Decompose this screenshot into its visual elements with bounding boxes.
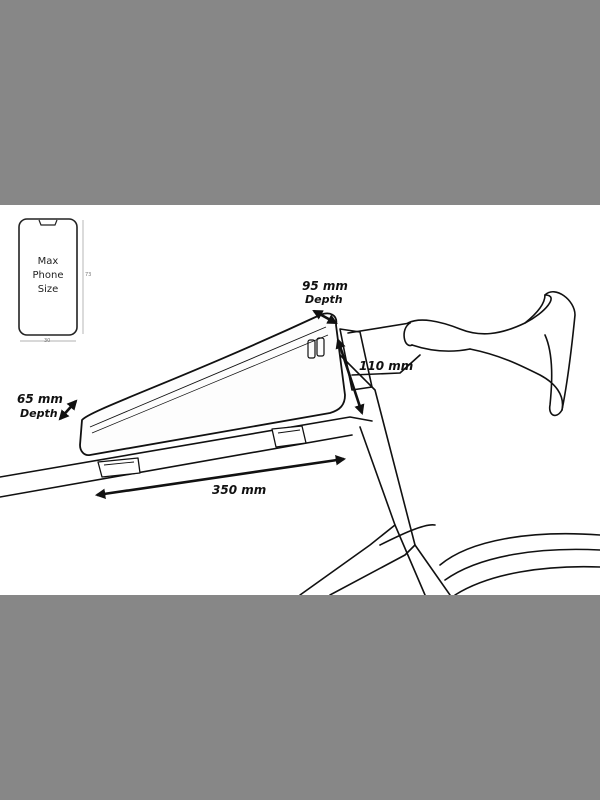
length-arrow [94,455,347,499]
zipper-pull-2 [316,337,325,357]
bottom-gray-band [0,595,600,800]
diagram-panel: Max Phone Size 30 73 95 mm Depth 110 mm … [0,205,600,595]
depth-front-value: 65 mm [17,392,63,406]
length-value: 350 mm [212,483,267,497]
height-value: 110 mm [359,359,414,373]
stem-top [347,322,411,334]
head-tube-rear-line [359,426,426,595]
stem-underside [351,354,421,376]
top-gray-band [0,0,600,205]
front-wheel-outer [439,532,600,566]
phone-label-line2: Phone [32,270,64,281]
handlebar-top [407,294,552,335]
front-wheel-inner [444,548,600,581]
dimension-arrows [58,309,365,499]
down-tube-upper-line [299,524,396,595]
height-arrow [335,338,365,415]
bag-body [79,312,346,457]
depth-rear-value: 95 mm [302,279,348,293]
head-tube-front-line [339,354,451,595]
phone-width-label: 30 [44,338,51,344]
depth-front-caption: Depth [20,407,58,420]
phone-height-label: 73 [85,272,92,278]
brake-lever [544,291,576,417]
zipper-pull-1 [307,339,316,359]
front-wheel-rim [454,565,600,595]
strap-front [97,457,141,478]
bike-diagram-svg [0,218,600,595]
bag-zipper-line [89,326,327,428]
depth-rear-arrow [312,309,338,325]
phone-outline [18,218,84,342]
phone-label-line3: Size [37,284,59,295]
handlebar-clamp [403,322,413,347]
depth-rear-caption: Depth [305,293,343,306]
handlebar-lower [411,344,471,352]
handlebar-drop [469,348,564,411]
phone-label: Max Phone Size [24,255,72,297]
depth-front-arrow [58,399,78,421]
down-tube-lower-line [329,544,416,595]
top-tube-bag [79,312,346,478]
strap-rear [271,425,307,448]
phone-label-line1: Max [37,256,59,267]
